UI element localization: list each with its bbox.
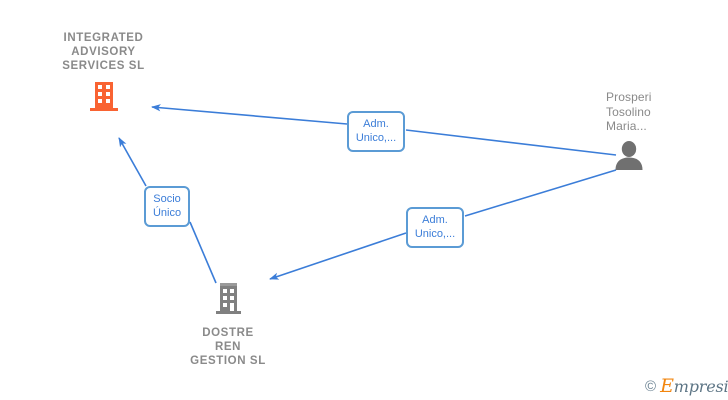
edge-label-socio-unico[interactable]: Socio Único xyxy=(144,186,190,227)
graph-node-prosperi-tosolino-maria[interactable]: Prosperi Tosolino Maria... xyxy=(606,90,696,175)
edge-label-adm-unico-dostre[interactable]: Adm. Unico,... xyxy=(406,207,464,248)
copyright-icon: © xyxy=(645,378,657,395)
graph-node-integrated-advisory-services[interactable]: INTEGRATED ADVISORY SERVICES SL xyxy=(46,31,161,116)
node-label-prosperi-tosolino-maria: Prosperi Tosolino Maria... xyxy=(606,90,652,133)
edge-person-to-integrated xyxy=(151,104,617,156)
empresia-logo-text: Empresia xyxy=(660,377,728,396)
edge-label-adm-unico-integrated[interactable]: Adm. Unico,... xyxy=(347,111,405,152)
node-label-integrated-advisory-services: INTEGRATED ADVISORY SERVICES SL xyxy=(62,32,145,72)
edge-dostre-to-integrated xyxy=(118,137,217,284)
node-label-dostre-ren-gestion: DOSTRE REN GESTION SL xyxy=(190,327,266,367)
company-building-icon xyxy=(89,81,118,116)
empresia-logo-rest: mpresia xyxy=(673,377,728,396)
person-icon xyxy=(614,140,644,175)
empresia-watermark: © Empresia xyxy=(645,377,728,396)
graph-node-dostre-ren-gestion[interactable]: DOSTRE REN GESTION SL xyxy=(178,283,278,368)
company-building-icon xyxy=(214,283,242,319)
empresia-logo-initial: E xyxy=(660,375,674,397)
edge-person-to-dostre xyxy=(269,169,617,280)
